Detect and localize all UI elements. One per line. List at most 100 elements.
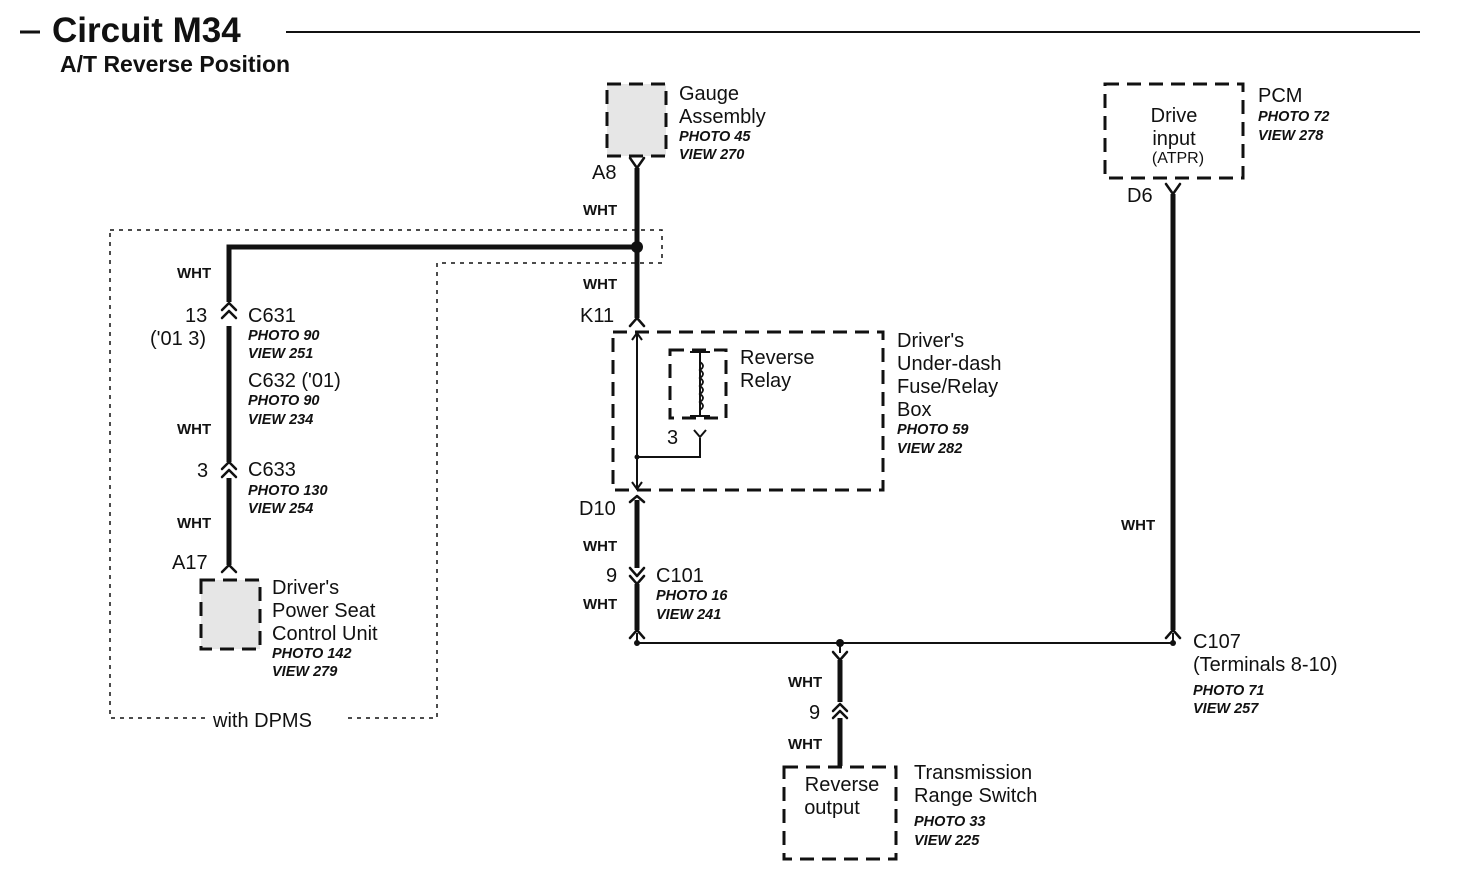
gauge-assembly: Gauge Assembly PHOTO 45 VIEW 270 A8 [592,82,766,184]
splice-points [631,241,1176,647]
fuse-internal-arrow-bottom [631,481,643,491]
fuse-internal-arrow-top [631,331,643,341]
dpms-label: with DPMS [212,710,312,732]
c107-terminals: (Terminals 8-10) [1193,654,1337,676]
terminal-c101 [628,566,646,586]
c101-view: VIEW 241 [656,607,721,623]
splice-bus-left [634,640,640,646]
trs-pin-9: 9 [809,702,820,724]
relay-feed-splice [634,454,640,460]
c101-name: C101 [656,565,704,587]
wht-label: WHT [1121,517,1155,534]
c632-view: VIEW 234 [248,412,313,428]
relay-pin-3: 3 [667,427,678,449]
relay-feed-wire [637,438,701,458]
wire-splice-to-c631 [226,244,637,302]
seat-box [199,578,262,651]
wht-label: WHT [583,202,617,219]
c631-name: C631 [248,305,296,327]
c101-pin: 9 [606,565,617,587]
seat-name-3: Control Unit [272,623,378,645]
c632-photo: PHOTO 90 [248,393,319,409]
transmission-range-switch: 9 Reverse output Transmission Range Swit… [782,702,1037,861]
c107-name: C107 [1193,631,1241,653]
gauge-name-1: Gauge [679,83,739,105]
pcm-name: PCM [1258,85,1302,107]
diagram-subtitle: A/T Reverse Position [60,51,290,77]
seat-photo: PHOTO 142 [272,646,352,662]
fuse-name-2: Under-dash [897,353,1002,375]
fuse-photo: PHOTO 59 [897,422,968,438]
dpms-option-box: with DPMS [109,229,663,732]
c631-view: VIEW 251 [248,346,313,362]
seat-view: VIEW 279 [272,664,337,680]
c631-photo: PHOTO 90 [248,328,319,344]
splice-bus-trs [836,639,844,647]
gauge-shade [607,84,666,156]
wht-label: WHT [583,596,617,613]
connector-labels: 13 ('01 3) C631 PHOTO 90 VIEW 251 C632 (… [150,305,1337,717]
terminal-d10 [628,494,646,504]
c632-name: C632 ('01) [248,370,341,392]
terminal-c631 [220,301,238,320]
c633-view: VIEW 254 [248,501,313,517]
fuse-name-4: Box [897,399,931,421]
pcm-inner-1: Drive [1151,105,1198,127]
trs-name-1: Transmission [914,762,1032,784]
splice-bus-right [1170,640,1176,646]
trs-box [782,765,898,861]
relay-coil-icon [698,361,704,411]
c633-name: C633 [248,459,296,481]
wht-label: WHT [583,538,617,555]
diagram-title: Circuit M34 [52,11,241,50]
trs-view: VIEW 225 [914,833,980,849]
pcm-view: VIEW 278 [1258,128,1324,144]
terminal-c101-lower [628,628,646,640]
fuse-name-3: Fuse/Relay [897,376,998,398]
wht-label: WHT [177,515,211,532]
c633-pin: 3 [197,460,208,482]
fuse-relay-box: K11 D10 Driver's Under-dash Fuse/Relay B… [579,305,1002,520]
terminal-a17 [220,563,238,574]
pcm-photo: PHOTO 72 [1258,109,1329,125]
trs-inner-2: output [804,797,860,819]
wires [226,168,1176,766]
c101-photo: PHOTO 16 [656,588,728,604]
seat-name-1: Driver's [272,577,339,599]
seat-pin-a17: A17 [172,552,208,574]
title-block: Circuit M34 A/T Reverse Position [20,11,1420,77]
seat-shade [201,580,260,649]
trs-photo: PHOTO 33 [914,814,985,830]
terminal-a8 [628,156,646,170]
terminal-trs-9 [831,702,849,720]
wht-label: WHT [788,674,822,691]
terminal-symbols [220,156,1182,720]
c107-photo: PHOTO 71 [1193,683,1264,699]
wht-label: WHT [177,421,211,438]
wht-label: WHT [177,265,211,282]
fuse-box-outline [611,330,885,492]
c631-alt-pin: ('01 3) [150,328,206,350]
fuse-pin-k11: K11 [580,305,614,327]
wht-label: WHT [583,276,617,293]
trs-inner-1: Reverse [805,774,879,796]
wire-labels: WHT WHT WHT WHT WHT WHT WHT WHT WHT WHT [177,202,1155,753]
terminal-k11 [628,316,646,328]
gauge-photo: PHOTO 45 [679,129,751,145]
pcm-inner-3: (ATPR) [1152,150,1204,167]
gauge-pin-a8: A8 [592,162,616,184]
reverse-relay-box [668,348,728,420]
c107-view: VIEW 257 [1193,701,1259,717]
relay-pin-terminal [693,429,707,439]
fuse-name-1: Driver's [897,330,964,352]
terminal-trs-bus [831,650,849,662]
fuse-view: VIEW 282 [897,441,962,457]
wht-label: WHT [788,736,822,753]
gauge-view: VIEW 270 [679,147,744,163]
pcm-inner-2: input [1152,128,1196,150]
splice-main [631,241,643,253]
relay-name-2: Relay [740,370,791,392]
gauge-box [605,82,668,158]
dpms-outline-right [110,229,663,719]
